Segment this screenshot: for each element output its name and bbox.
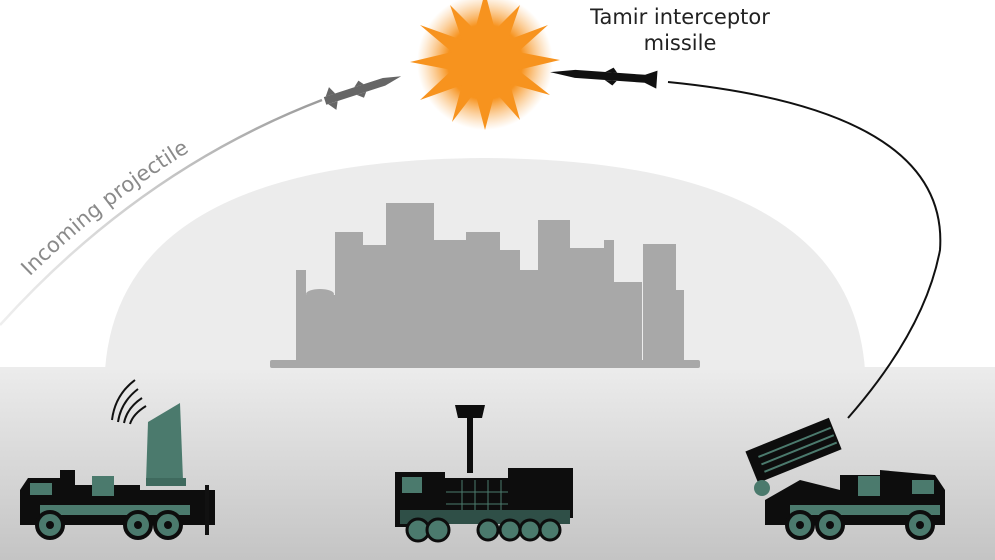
- incoming-trajectory: [0, 98, 323, 326]
- interceptor-label-line2: missile: [643, 31, 717, 55]
- interceptor-label: Tamir interceptor missile: [560, 4, 800, 56]
- interceptor-label-line1: Tamir interceptor: [590, 5, 770, 29]
- incoming-rocket-icon: [323, 76, 402, 110]
- explosion-icon: [410, 0, 560, 130]
- radar-truck-icon: [20, 379, 215, 540]
- interceptor-missile-icon: [550, 67, 658, 89]
- interceptor-trajectory: [667, 81, 942, 419]
- launcher-truck-icon: [745, 417, 945, 540]
- radar-waves-icon: [111, 379, 147, 425]
- command-truck-icon: [395, 405, 573, 543]
- city-skyline-icon: [270, 203, 700, 368]
